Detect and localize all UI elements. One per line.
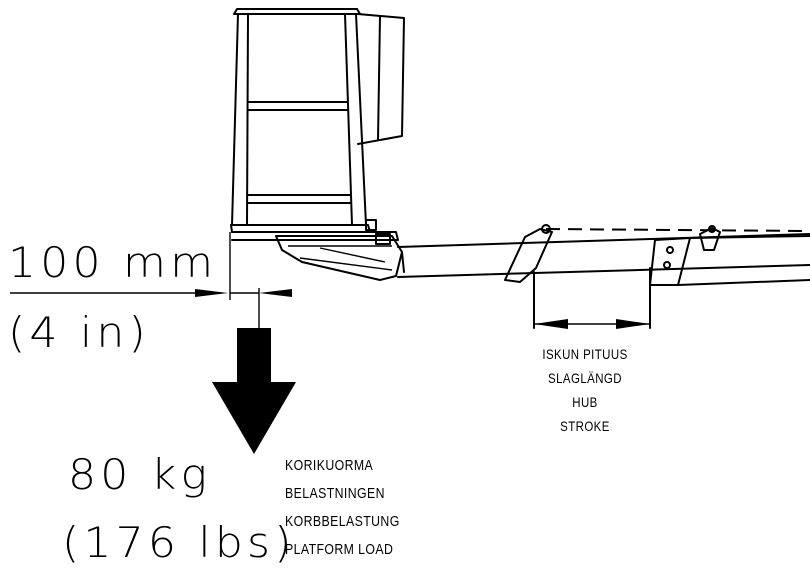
offset-imperial-label: (4 in) bbox=[8, 308, 150, 357]
stroke-labels: ISKUN PITUUS SLAGLÄNGD HUB STROKE bbox=[532, 342, 639, 438]
offset-metric-label: 100 mm bbox=[8, 238, 218, 287]
platform-basket bbox=[230, 8, 405, 233]
load-imperial-label: (176 lbs) bbox=[62, 518, 296, 567]
platform-load-label-sv: BELASTNINGEN bbox=[285, 485, 385, 502]
platform-load-label-en: PLATFORM LOAD bbox=[285, 541, 394, 558]
platform-load-label-de: KORBBELASTUNG bbox=[285, 513, 400, 530]
load-arrow bbox=[212, 328, 296, 454]
stroke-label-fi: ISKUN PITUUS bbox=[542, 346, 628, 362]
boom-arm bbox=[397, 224, 810, 329]
stroke-dimension bbox=[534, 319, 650, 329]
stroke-label-de: HUB bbox=[572, 394, 598, 410]
platform-load-label-fi: KORIKUORMA bbox=[285, 457, 374, 474]
platform-mount bbox=[231, 219, 403, 281]
stroke-label-en: STROKE bbox=[560, 418, 610, 434]
load-metric-label: 80 kg bbox=[68, 450, 212, 499]
platform-load-labels: KORIKUORMA BELASTNINGEN KORBBELASTUNG PL… bbox=[285, 452, 400, 564]
offset-dimension bbox=[10, 232, 292, 330]
stroke-label-sv: SLAGLÄNGD bbox=[548, 370, 622, 386]
